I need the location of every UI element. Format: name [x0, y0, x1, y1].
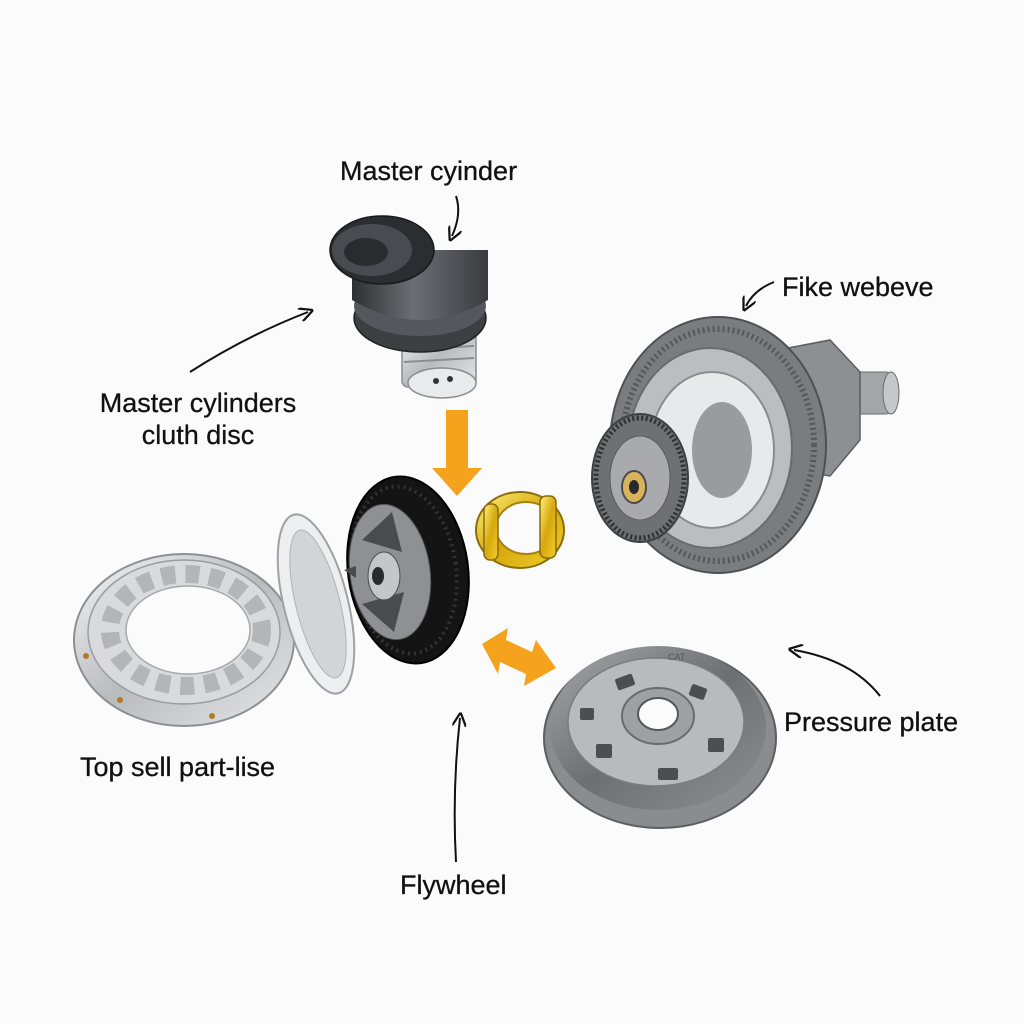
master-cylinder-label: Master cyinder — [340, 156, 518, 186]
master-cylinder-part — [329, 215, 488, 399]
master-cylinders-label-line2: cluth disc — [141, 420, 255, 450]
gold-bearing-part — [475, 491, 565, 569]
orange-down-arrow-icon — [432, 410, 482, 496]
fike-webeve-label: Fike webeve — [782, 272, 934, 302]
thin-plate-part — [276, 513, 356, 695]
pressure-plate-part: CAT — [543, 646, 777, 829]
orange-double-arrow-icon — [482, 628, 556, 686]
fike-webeve-part — [591, 316, 900, 574]
top-sell-ring-part — [73, 553, 295, 727]
flywheel-label: Flywheel — [400, 870, 507, 900]
flywheel-disc-part — [344, 475, 470, 665]
pressure-plate-label: Pressure plate — [784, 707, 959, 737]
black-curved-arrow-icon — [189, 312, 308, 373]
master-cylinders-label-line1: Master cylinders — [99, 388, 297, 418]
pressure-plate-marking: CAT — [668, 652, 686, 662]
black-curved-arrow-icon — [452, 195, 458, 236]
black-curved-arrow-icon — [794, 650, 881, 697]
top-sell-label: Top sell part-lise — [80, 752, 276, 782]
black-curved-arrow-icon — [746, 281, 775, 306]
black-curved-arrow-icon — [455, 718, 460, 863]
